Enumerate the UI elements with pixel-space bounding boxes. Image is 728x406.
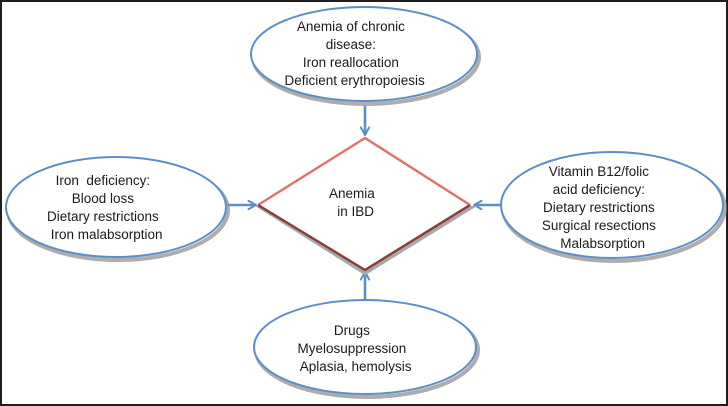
node-label: Anemia of chronic disease: Iron realloca… [0, 0, 444, 88]
node-label: Vitamin B12/folic acid deficiency: Dieta… [542, 164, 656, 251]
node-label-line: Vitamin B12/folic [549, 164, 650, 179]
node-label-line: Surgical resections [542, 218, 656, 233]
node-label-line: Anemia of chronic [297, 19, 405, 34]
center-node: Anemia in IBD [0, 0, 478, 276]
ellipse-shape [500, 151, 724, 259]
node-label-line: Iron reallocation [303, 55, 399, 70]
node-label-line: Aplasia, hemolysis [300, 359, 412, 374]
node-label-line: acid deficiency: [553, 182, 645, 197]
node-label-line: Blood loss [72, 191, 135, 206]
center-label-line: Anemia [329, 186, 375, 201]
node-drugs: Drugs Myelosuppression Aplasia, hemolysi… [253, 299, 480, 399]
node-iron-deficiency: Iron deficiency: Blood loss Dietary rest… [0, 0, 230, 262]
node-chronic-disease: Anemia of chronic disease: Iron realloca… [0, 0, 481, 106]
node-label-line: Dietary restrictions [47, 209, 159, 224]
node-label-line: disease: [326, 37, 376, 52]
ellipse-shape [250, 6, 478, 102]
node-label-line: Drugs [334, 323, 370, 338]
center-label: Anemia in IBD [0, 0, 401, 219]
node-label-line: Dietary restrictions [543, 200, 655, 215]
node-b12-folic-deficiency: Vitamin B12/folic acid deficiency: Dieta… [500, 151, 727, 263]
node-label-line: Iron malabsorption [51, 227, 163, 242]
diamond-edge-top [257, 136, 471, 207]
diamond-edge-bottom [257, 203, 471, 272]
ellipse-shape [5, 156, 227, 258]
node-label-line: Myelosuppression [297, 341, 406, 356]
node-label: Drugs Myelosuppression Aplasia, hemolysi… [297, 323, 412, 374]
node-label-line: Deficient erythropoiesis [284, 73, 425, 88]
node-label-line: Malabsorption [560, 236, 645, 251]
node-label: Iron deficiency: Blood loss Dietary rest… [0, 0, 185, 242]
edges [228, 106, 500, 299]
node-label-line: Iron deficiency: [56, 173, 151, 188]
center-label-line: in IBD [337, 204, 374, 219]
ellipse-shape [253, 299, 477, 395]
